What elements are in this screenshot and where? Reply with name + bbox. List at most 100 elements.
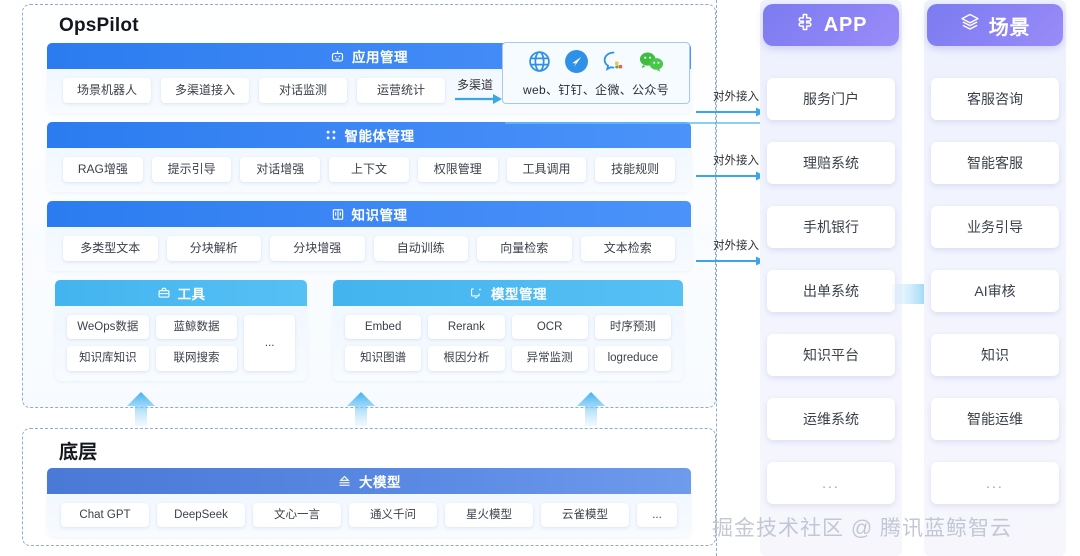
chip-item[interactable]: 权限管理	[417, 157, 498, 182]
chip-group-agent-management: RAG增强 提示引导 对话增强 上下文 权限管理 工具调用 技能规则	[47, 148, 691, 184]
list-item[interactable]: 业务引导	[931, 206, 1059, 248]
external-access-arrow-icon	[696, 169, 766, 187]
chip-item[interactable]: 提示引导	[151, 157, 232, 182]
chip-item[interactable]: DeepSeek	[157, 503, 245, 528]
app-column-header: APP	[763, 4, 899, 46]
section-tools: 工具 WeOps数据 蓝鲸数据 ... 知识库知识 联网搜索	[55, 280, 307, 381]
section-title: 大模型	[359, 475, 401, 490]
multichannel-arrow-icon	[455, 92, 503, 110]
section-agent-management: 智能体管理 RAG增强 提示引导 对话增强 上下文 权限管理 工具调用 技能规则	[47, 122, 691, 192]
chip-item[interactable]: 分块解析	[166, 236, 261, 261]
chip-item[interactable]: 向量检索	[477, 236, 572, 261]
chip-item[interactable]: 根因分析	[428, 346, 505, 371]
chip-item[interactable]: WeOps数据	[67, 315, 149, 340]
chip-item[interactable]: Rerank	[428, 315, 505, 340]
chip-item[interactable]: Embed	[345, 315, 422, 340]
chip-item[interactable]: 知识图谱	[345, 346, 422, 371]
chip-more-wrapper: ...	[244, 315, 295, 371]
channel-icon-group	[527, 49, 665, 79]
scenario-column-header: 场景	[927, 4, 1063, 46]
connector-line	[505, 112, 765, 130]
chip-item-more[interactable]: ...	[637, 503, 677, 528]
app-item-list: 服务门户 理赔系统 手机银行 出单系统 知识平台 运维系统 ...	[767, 78, 895, 504]
wechat-icon	[638, 49, 665, 79]
bottom-layer-panel: 底层 大模型 Chat GPT DeepSeek 文心一言 通义千问 星火模型 …	[22, 428, 716, 546]
section-header-agent-management: 智能体管理	[47, 122, 691, 148]
chip-item[interactable]: 联网搜索	[155, 346, 238, 371]
list-item[interactable]: AI审核	[931, 270, 1059, 312]
external-access-label: 对外接入	[713, 155, 759, 167]
section-title: 知识管理	[351, 208, 408, 223]
list-item-more[interactable]: ...	[931, 462, 1059, 504]
list-item[interactable]: 手机银行	[767, 206, 895, 248]
chip-item[interactable]: 星火模型	[445, 503, 533, 528]
chip-item[interactable]: 工具调用	[506, 157, 587, 182]
list-item[interactable]: 知识平台	[767, 334, 895, 376]
globe-icon	[527, 49, 552, 79]
section-title: 智能体管理	[344, 129, 415, 144]
external-access-label: 对外接入	[713, 240, 759, 252]
section-title: 模型管理	[491, 287, 547, 302]
chip-item[interactable]: 对话增强	[240, 157, 321, 182]
chip-item[interactable]: 技能规则	[595, 157, 676, 182]
robot-icon	[330, 49, 345, 64]
up-arrow-icon	[575, 392, 607, 426]
chip-item[interactable]: 文本检索	[580, 236, 675, 261]
section-header-knowledge-management: 知识管理	[47, 201, 691, 227]
chip-item[interactable]: 文心一言	[253, 503, 341, 528]
wecom-icon	[601, 49, 626, 79]
chip-item[interactable]: 时序预测	[594, 315, 671, 340]
stack-icon	[337, 474, 352, 489]
chip-item[interactable]: 蓝鲸数据	[155, 315, 238, 340]
chip-item-more[interactable]: ...	[244, 315, 295, 371]
list-item[interactable]: 服务门户	[767, 78, 895, 120]
multichannel-box: web、钉钉、企微、公众号	[502, 42, 690, 104]
list-item[interactable]: 客服咨询	[931, 78, 1059, 120]
chip-item[interactable]: 场景机器人	[63, 78, 151, 103]
up-arrow-icon	[125, 392, 157, 426]
chip-item[interactable]: 分块增强	[270, 236, 365, 261]
section-header-large-model: 大模型	[47, 468, 691, 494]
chip-item[interactable]: 通义千问	[349, 503, 437, 528]
up-arrow-icon	[345, 392, 377, 426]
external-access-arrow-icon	[696, 105, 766, 123]
dingtalk-icon	[564, 49, 589, 79]
chip-item[interactable]: 异常监测	[511, 346, 588, 371]
book-icon	[331, 207, 345, 222]
section-header-tools: 工具	[55, 280, 307, 306]
chip-item[interactable]: RAG增强	[63, 157, 143, 182]
chip-group-knowledge-management: 多类型文本 分块解析 分块增强 自动训练 向量检索 文本检索	[47, 227, 691, 263]
scenario-column-title: 场景	[988, 16, 1031, 39]
list-item[interactable]: 理赔系统	[767, 142, 895, 184]
chip-item[interactable]: logreduce	[594, 346, 671, 371]
app-plus-icon	[795, 12, 815, 38]
chip-item[interactable]: 运营统计	[357, 78, 445, 103]
section-title: 应用管理	[352, 50, 408, 65]
list-item[interactable]: 运维系统	[767, 398, 895, 440]
chip-item[interactable]: 多渠道接入	[161, 78, 249, 103]
chip-item[interactable]: 知识库知识	[67, 346, 149, 371]
chip-group-tools: WeOps数据 蓝鲸数据 ... 知识库知识 联网搜索	[55, 306, 307, 373]
chip-item[interactable]: 对话监测	[259, 78, 347, 103]
list-item[interactable]: 出单系统	[767, 270, 895, 312]
chip-item[interactable]: 自动训练	[373, 236, 468, 261]
section-large-model: 大模型 Chat GPT DeepSeek 文心一言 通义千问 星火模型 云雀模…	[47, 468, 691, 538]
list-item-more[interactable]: ...	[767, 462, 895, 504]
vertical-divider	[716, 0, 717, 556]
scenario-item-list: 客服咨询 智能客服 业务引导 AI审核 知识 智能运维 ...	[931, 78, 1059, 504]
channel-caption: web、钉钉、企微、公众号	[523, 82, 669, 97]
app-column-title: APP	[823, 13, 868, 36]
toolbox-icon	[157, 286, 171, 300]
list-item[interactable]: 智能客服	[931, 142, 1059, 184]
list-item[interactable]: 知识	[931, 334, 1059, 376]
watermark-text: 掘金技术社区 @ 腾讯蓝鲸智云	[712, 517, 1012, 540]
section-model-management: 模型管理 Embed Rerank OCR 时序预测 知识图谱 根因分析 异常监…	[333, 280, 683, 381]
chip-item[interactable]: 云雀模型	[541, 503, 629, 528]
chip-item[interactable]: OCR	[511, 315, 588, 340]
list-item[interactable]: 智能运维	[931, 398, 1059, 440]
chip-item[interactable]: 多类型文本	[63, 236, 158, 261]
layers-icon	[960, 12, 980, 38]
monitor-icon	[469, 286, 484, 300]
chip-item[interactable]: Chat GPT	[61, 503, 149, 528]
chip-item[interactable]: 上下文	[329, 157, 409, 182]
